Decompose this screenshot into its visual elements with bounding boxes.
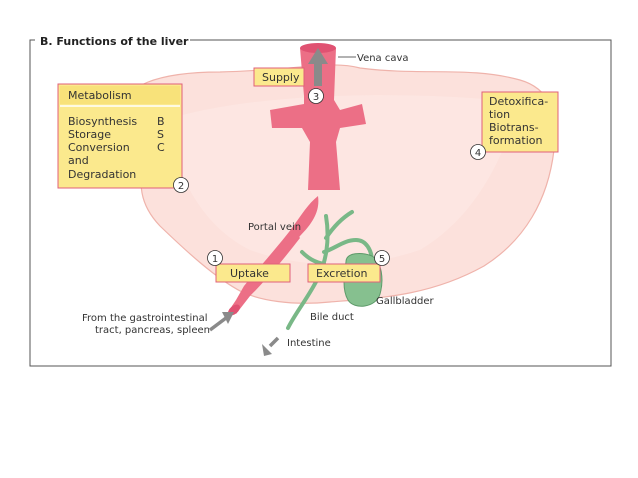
excretion-tag: Excretion	[307, 263, 381, 283]
liver-highlight	[165, 95, 520, 265]
figure-title: B. Functions of the liver	[40, 35, 189, 48]
detox-line: Detoxifica-	[489, 95, 548, 108]
uptake-label: Uptake	[230, 267, 269, 280]
gallbladder-label: Gallbladder	[376, 296, 435, 307]
metabolism-header: Metabolism	[68, 89, 132, 102]
intestine-label: Intestine	[287, 338, 331, 349]
inflow-label-line1: From the gastrointestinal	[82, 313, 208, 324]
detox-box: Detoxifica- tion Biotrans- formation	[481, 91, 559, 153]
portal-vein-label: Portal vein	[248, 222, 301, 233]
intestine-arrow	[262, 336, 280, 356]
uptake-tag: Uptake	[215, 263, 291, 283]
svg-text:3: 3	[313, 92, 319, 103]
detox-line: Biotrans-	[489, 121, 539, 134]
excretion-label: Excretion	[316, 267, 367, 280]
metabolism-item: and	[68, 154, 89, 167]
inflow-arrow	[208, 312, 234, 332]
detox-line: tion	[489, 108, 510, 121]
metabolism-item: Storage	[68, 128, 111, 141]
vena-cava-label: Vena cava	[357, 53, 409, 64]
supply-label: Supply	[262, 71, 300, 84]
metabolism-letter: S	[157, 128, 164, 141]
excretion-number-badge: 5	[374, 250, 390, 266]
svg-text:1: 1	[212, 254, 218, 265]
metabolism-item: Conversion	[68, 141, 130, 154]
svg-text:4: 4	[475, 148, 481, 159]
metabolism-item: Biosynthesis	[68, 115, 137, 128]
metabolism-item: Degradation	[68, 168, 136, 181]
figure-frame	[29, 39, 612, 367]
inflow-label-line2: tract, pancreas, spleen	[95, 325, 210, 336]
metabolism-letter: C	[157, 141, 165, 154]
detox-number-badge: 4	[470, 144, 486, 160]
uptake-number-badge: 1	[207, 250, 223, 266]
supply-number-badge: 3	[308, 88, 324, 104]
svg-text:2: 2	[178, 181, 184, 192]
supply-tag: Supply	[253, 67, 305, 87]
bile-duct-label: Bile duct	[310, 312, 354, 323]
metabolism-letter: B	[157, 115, 165, 128]
svg-text:5: 5	[379, 254, 385, 265]
detox-line: formation	[489, 134, 542, 147]
metabolism-number-badge: 2	[173, 177, 189, 193]
supply-arrow	[308, 48, 328, 86]
metabolism-box: Metabolism Biosynthesis B Storage S Conv…	[57, 83, 183, 189]
